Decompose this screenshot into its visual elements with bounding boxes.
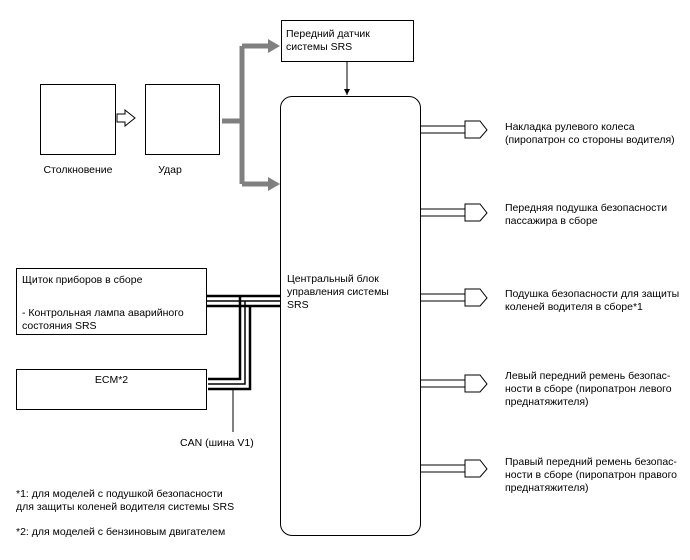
front-sensor-label: Передний датчик системы SRS: [286, 28, 370, 53]
collision-to-impact-arrow: [116, 108, 136, 128]
ecm-label: ECM*2: [94, 374, 129, 386]
can-bus-wires: [207, 294, 280, 432]
output-knee-airbag: Подушка безопасности для защиты коленей …: [505, 288, 680, 313]
output-connector-marks: [464, 120, 488, 478]
output-steering-wheel-pad: Накладка рулевого колеса (пиропатрон со …: [505, 121, 675, 146]
footnote-2: *2: для моделей с бензиновым двигателем: [16, 526, 226, 538]
can-bus-label: CAN (шина V1): [180, 437, 254, 449]
front-sensor-box: [281, 20, 414, 62]
output-passenger-airbag: Передняя подушка безопасности пассажира …: [505, 202, 668, 227]
instrument-cluster-box: [16, 268, 207, 335]
collision-box: [40, 84, 116, 155]
output-right-seatbelt: Правый передний ремень безопас- ности в …: [505, 456, 678, 494]
instrument-cluster-label: Щиток приборов в сборе: [22, 274, 143, 286]
footnote-1: *1: для моделей с подушкой безопасности …: [16, 488, 235, 513]
output-left-seatbelt: Левый передний ремень безопас- ности в с…: [505, 370, 672, 408]
central-unit-box: [280, 96, 421, 536]
central-unit-label: Центральный блок управления системы SRS: [287, 273, 389, 311]
ecm-box: [16, 369, 207, 410]
impact-signal-arrows: [222, 43, 270, 187]
collision-label: Столкновение: [43, 164, 113, 176]
impact-box: [145, 84, 220, 155]
warning-lamp-label: - Контрольная лампа аварийного состояния…: [22, 307, 184, 332]
impact-label: Удар: [158, 164, 182, 176]
output-connections: [421, 125, 465, 473]
